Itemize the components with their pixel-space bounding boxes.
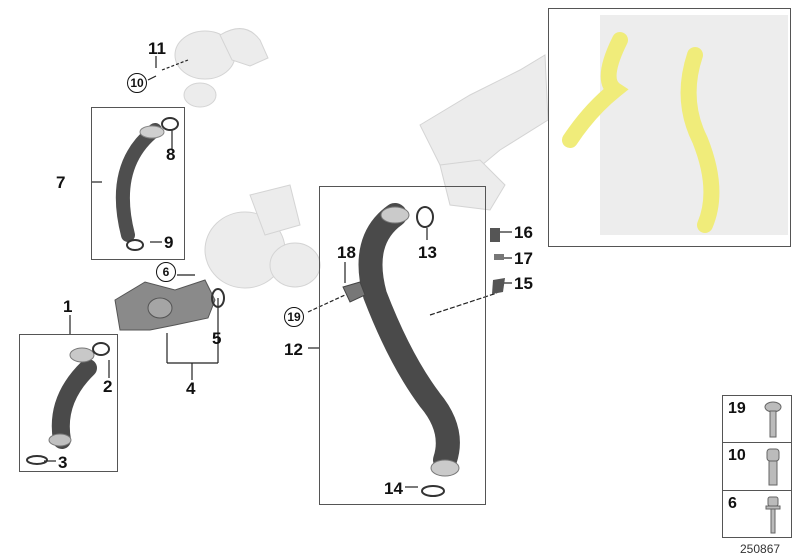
hose-12 — [358, 203, 460, 472]
label-16[interactable]: 16 — [514, 223, 533, 242]
sensor-15 — [492, 278, 505, 294]
screw-number: 19 — [728, 400, 746, 417]
clip-17 — [494, 254, 504, 260]
label-6-circled[interactable]: 6 — [156, 262, 176, 282]
label-9[interactable]: 9 — [164, 233, 174, 252]
label-18[interactable]: 18 — [337, 243, 356, 262]
label-8[interactable]: 8 — [166, 145, 176, 164]
screw-number: 10 — [728, 447, 746, 465]
label-19-circled[interactable]: 19 — [284, 307, 304, 327]
group-box-12 — [319, 186, 486, 505]
pan-head-screw-icon — [764, 401, 782, 438]
flange-screw-icon — [765, 496, 781, 534]
bracket-18 — [342, 281, 366, 303]
hose-1 — [51, 359, 97, 449]
label-4[interactable]: 4 — [186, 379, 196, 398]
label-17[interactable]: 17 — [514, 249, 533, 268]
label-10-circled[interactable]: 10 — [127, 73, 147, 93]
label-5[interactable]: 5 — [212, 329, 222, 348]
group-box-1 — [19, 334, 118, 472]
diagram-reference-number: 250867 — [740, 542, 781, 556]
turbocharger-lower-ghost — [204, 184, 321, 289]
screw-row-10[interactable]: 10 — [723, 443, 791, 491]
group-box-7 — [91, 107, 185, 260]
throttle-housing-4 — [114, 279, 216, 331]
inset-engine — [562, 15, 788, 235]
label-15[interactable]: 15 — [514, 274, 533, 293]
label-11[interactable]: 11 — [148, 39, 166, 58]
screw-number: 6 — [728, 494, 737, 512]
hose-7 — [115, 123, 162, 242]
label-3[interactable]: 3 — [58, 453, 68, 472]
label-1[interactable]: 1 — [63, 297, 73, 316]
screw-reference-table: 19 10 6 — [722, 395, 792, 538]
label-13[interactable]: 13 — [418, 243, 437, 262]
turbocharger-upper-ghost — [174, 28, 269, 108]
inset-box — [548, 8, 791, 247]
label-12[interactable]: 12 — [284, 340, 303, 359]
socket-cap-screw-icon — [766, 448, 780, 486]
sensor-16 — [490, 228, 500, 242]
label-2[interactable]: 2 — [103, 377, 113, 396]
screw-row-6[interactable]: 6 — [723, 491, 791, 537]
screw-row-19[interactable]: 19 — [723, 396, 791, 444]
label-14[interactable]: 14 — [384, 479, 403, 498]
label-7[interactable]: 7 — [56, 173, 66, 192]
